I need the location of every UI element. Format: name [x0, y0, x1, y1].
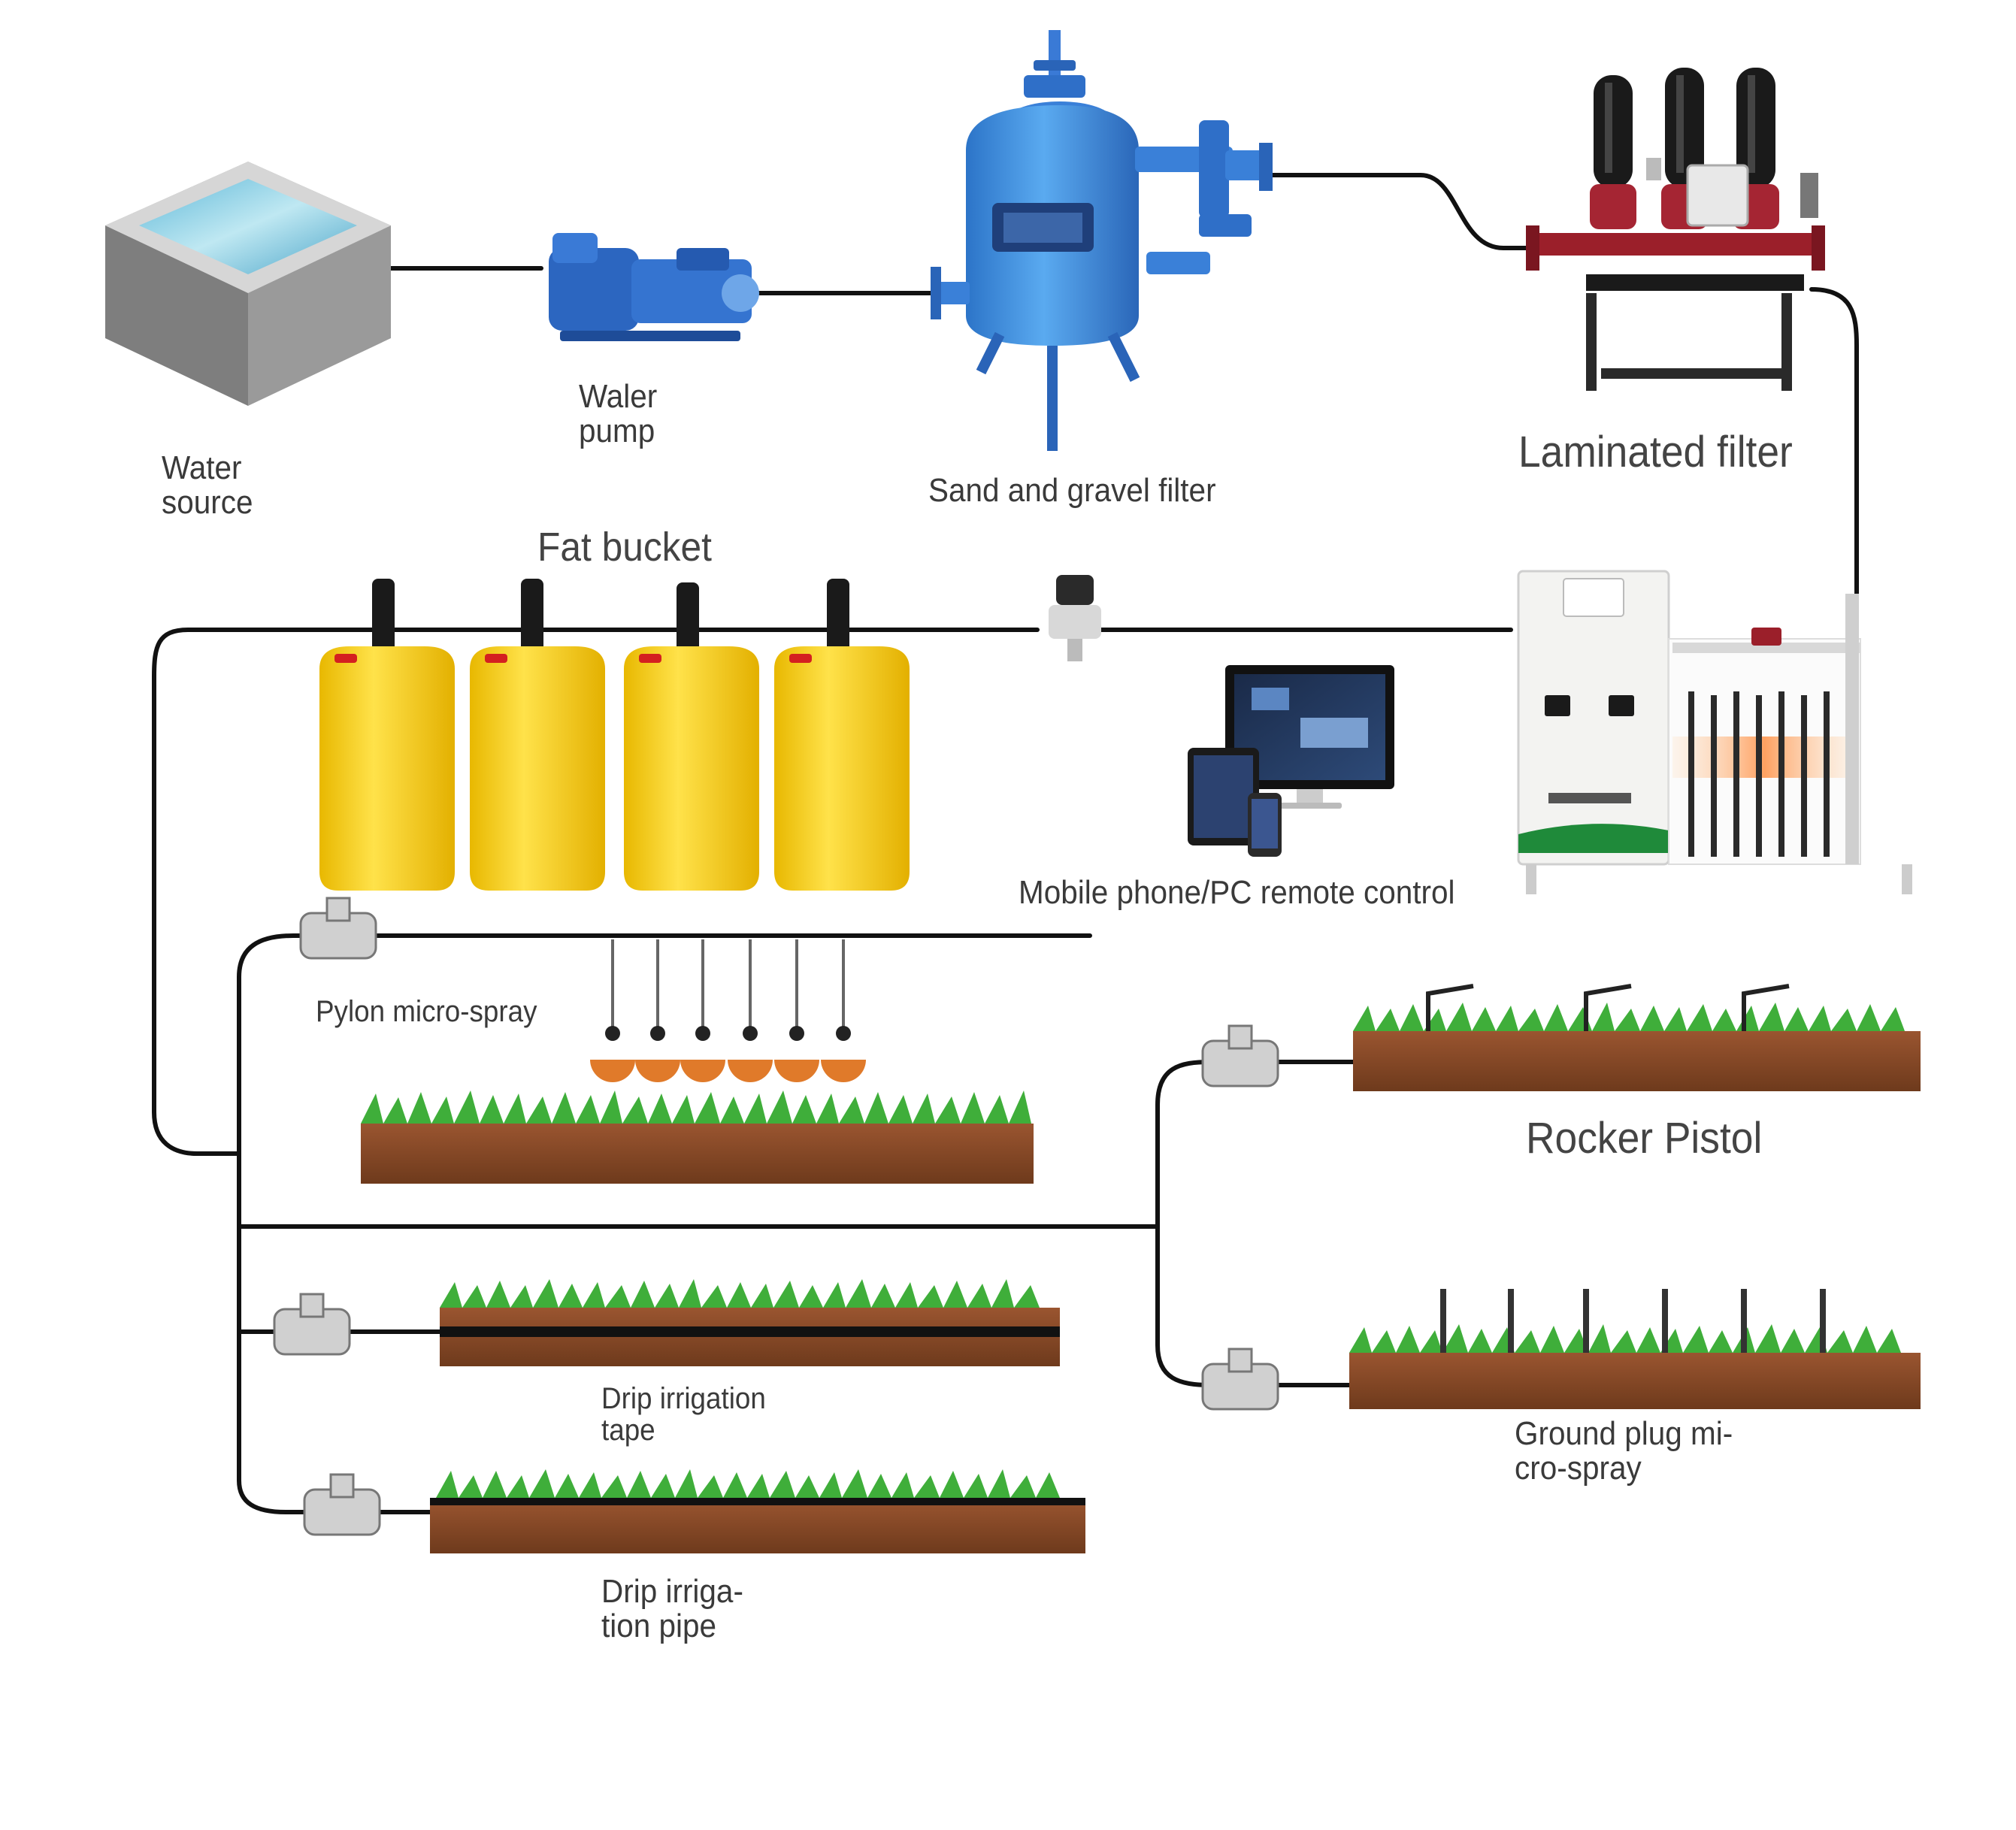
fertilizer-buckets [319, 579, 910, 891]
pipe-right-lower [1155, 1224, 1355, 1387]
fertilizer-bucket-4 [774, 579, 910, 891]
fertilizer-bucket-1 [319, 579, 455, 891]
valve-drip-pipe [303, 1473, 381, 1536]
tablet-icon [1188, 748, 1259, 845]
remote-control-devices [1188, 665, 1394, 857]
bed-drip-pipe [430, 1469, 1085, 1553]
label-fat-bucket: Fat bucket [537, 525, 712, 570]
phone-icon [1248, 793, 1282, 857]
label-drip-pipe-line2: tion pipe [601, 1608, 717, 1645]
solenoid-valve [1049, 575, 1101, 661]
valve-pylon [299, 897, 377, 960]
water-pump [549, 233, 759, 341]
label-drip-tape-line2: tape [601, 1414, 655, 1447]
pipe-trunk-down [237, 1151, 453, 1514]
bed-pylon-micro-spray [361, 1090, 1034, 1184]
label-water-source-line1: Water [162, 449, 242, 486]
label-laminated-filter: Laminated filter [1518, 428, 1793, 476]
pylon-hanging-sprayers [590, 939, 866, 1082]
pipe-laminated-down [1809, 287, 1859, 649]
bed-ground-plug [1349, 1289, 1921, 1409]
label-ground-plug-micro-spray: Ground plug mi- cro-spray [1515, 1415, 1733, 1487]
label-rocker-pistol: Rocker Pistol [1526, 1114, 1763, 1163]
fertilizer-bucket-3 [624, 582, 759, 891]
label-ground-plug-line1: Ground plug mi- [1515, 1415, 1733, 1452]
label-water-source: Water source [162, 449, 253, 522]
label-sand-gravel-filter: Sand and gravel filter [928, 472, 1216, 509]
label-water-pump-line1: Waler [579, 378, 658, 415]
bed-rocker-pistol [1353, 984, 1921, 1091]
pipe-sand-filter-to-laminated [1268, 173, 1551, 250]
label-remote-control: Mobile phone/PC remote control [1019, 874, 1455, 911]
ground-plug-sprayers [1440, 1289, 1826, 1353]
monitor-icon [1225, 665, 1394, 809]
label-water-pump: Waler pump [579, 378, 658, 450]
rocker-sprinklers [1426, 984, 1790, 1031]
label-drip-pipe-line1: Drip irriga- [601, 1573, 743, 1610]
water-source-pool [105, 162, 391, 406]
valve-drip-tape [273, 1293, 351, 1356]
label-drip-tape-line1: Drip irrigation [601, 1382, 766, 1415]
branch-valves [273, 897, 1279, 1536]
label-drip-irrigation-tape: Drip irrigation tape [601, 1383, 766, 1446]
bed-drip-tape [440, 1279, 1060, 1366]
valve-rocker [1201, 1024, 1279, 1087]
pipe-main-to-buckets [152, 628, 1040, 1156]
pipe-pylon-branch [237, 933, 1092, 1156]
label-water-source-line2: source [162, 484, 253, 522]
label-drip-irrigation-pipe: Drip irriga- tion pipe [601, 1574, 743, 1644]
label-ground-plug-line2: cro-spray [1515, 1450, 1642, 1487]
disc-filter-cartridges [1590, 68, 1779, 229]
label-pylon-micro-spray: Pylon micro-spray [316, 995, 537, 1028]
laminated-disc-filter-unit [1526, 68, 1825, 391]
sand-gravel-filter-tank [931, 30, 1273, 451]
fertilizer-bucket-2 [470, 579, 605, 891]
label-water-pump-line2: pump [579, 413, 655, 450]
valve-ground-plug [1201, 1348, 1279, 1411]
fertigation-control-cabinet [1517, 570, 1912, 894]
planting-beds [361, 984, 1921, 1553]
